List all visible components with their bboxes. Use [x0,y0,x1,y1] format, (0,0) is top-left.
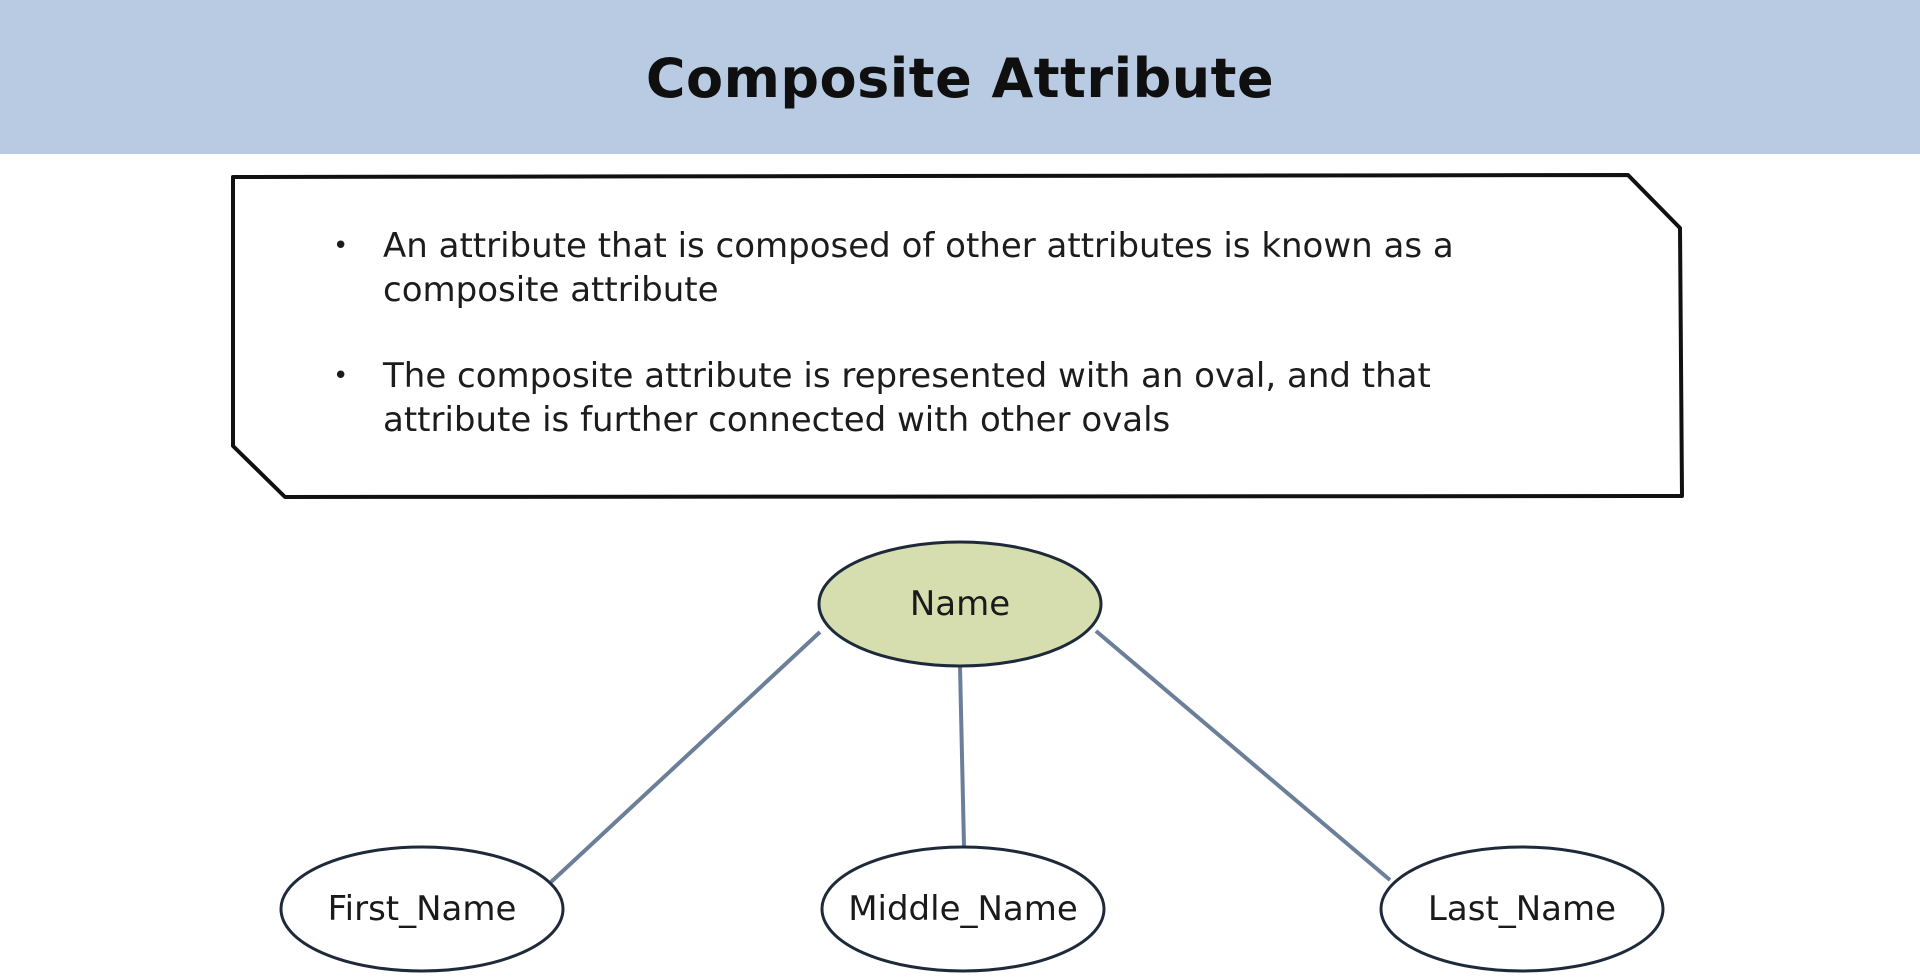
connector-name-to-middle-name [958,665,966,847]
slide-title: Composite Attribute [645,46,1275,110]
connectors [549,629,1392,884]
bullet-item: • The composite attribute is represented… [333,354,1563,442]
child-attribute-oval-first-name: First_Name [279,845,565,973]
bullet-item: • An attribute that is composed of other… [333,224,1563,312]
connector-name-to-last-name [1094,629,1392,882]
child-attribute-oval-last-name: Last_Name [1379,845,1665,973]
bullet-dot: • [333,231,349,261]
root-attribute-label: Name [910,584,1010,624]
child-attribute-oval-middle-name: Middle_Name [820,845,1106,973]
root-attribute-oval: Name [817,540,1103,668]
bullet-text: The composite attribute is represented w… [383,356,1431,440]
bullet-dot: • [333,361,349,391]
child-attribute-label: First_Name [328,889,517,929]
title-bar: Composite Attribute [0,0,1920,154]
child-attribute-label: Last_Name [1428,889,1616,929]
child-attribute-label: Middle_Name [848,889,1078,929]
connector-name-to-first-name [549,630,822,884]
bullet-list: • An attribute that is composed of other… [333,224,1563,484]
bullet-text: An attribute that is composed of other a… [383,226,1454,310]
